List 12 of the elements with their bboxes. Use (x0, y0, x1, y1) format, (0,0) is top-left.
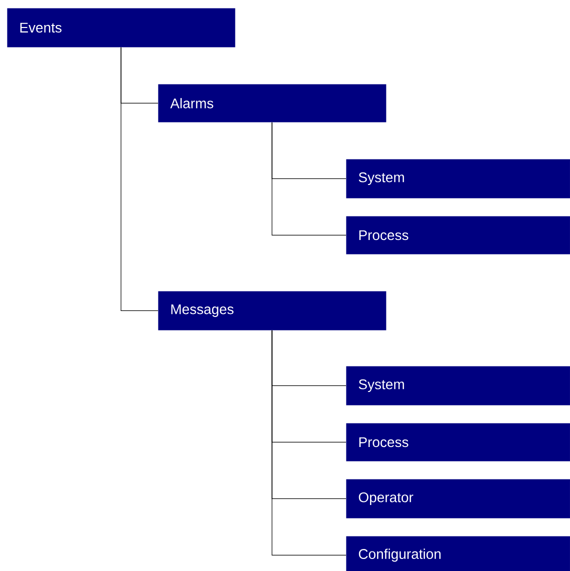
category-box: Process (346, 216, 570, 254)
connector-line (272, 330, 346, 556)
category-box: Alarms (158, 84, 386, 122)
connector-line (120, 47, 158, 311)
category-box: Process (346, 423, 570, 462)
category-box: Messages (158, 291, 386, 330)
category-box: Operator (346, 479, 570, 518)
category-box: System (346, 366, 570, 406)
connector-line (272, 122, 346, 236)
category-box: Events (7, 8, 236, 48)
category-box: Configuration (346, 536, 570, 571)
category-box: System (346, 159, 570, 198)
